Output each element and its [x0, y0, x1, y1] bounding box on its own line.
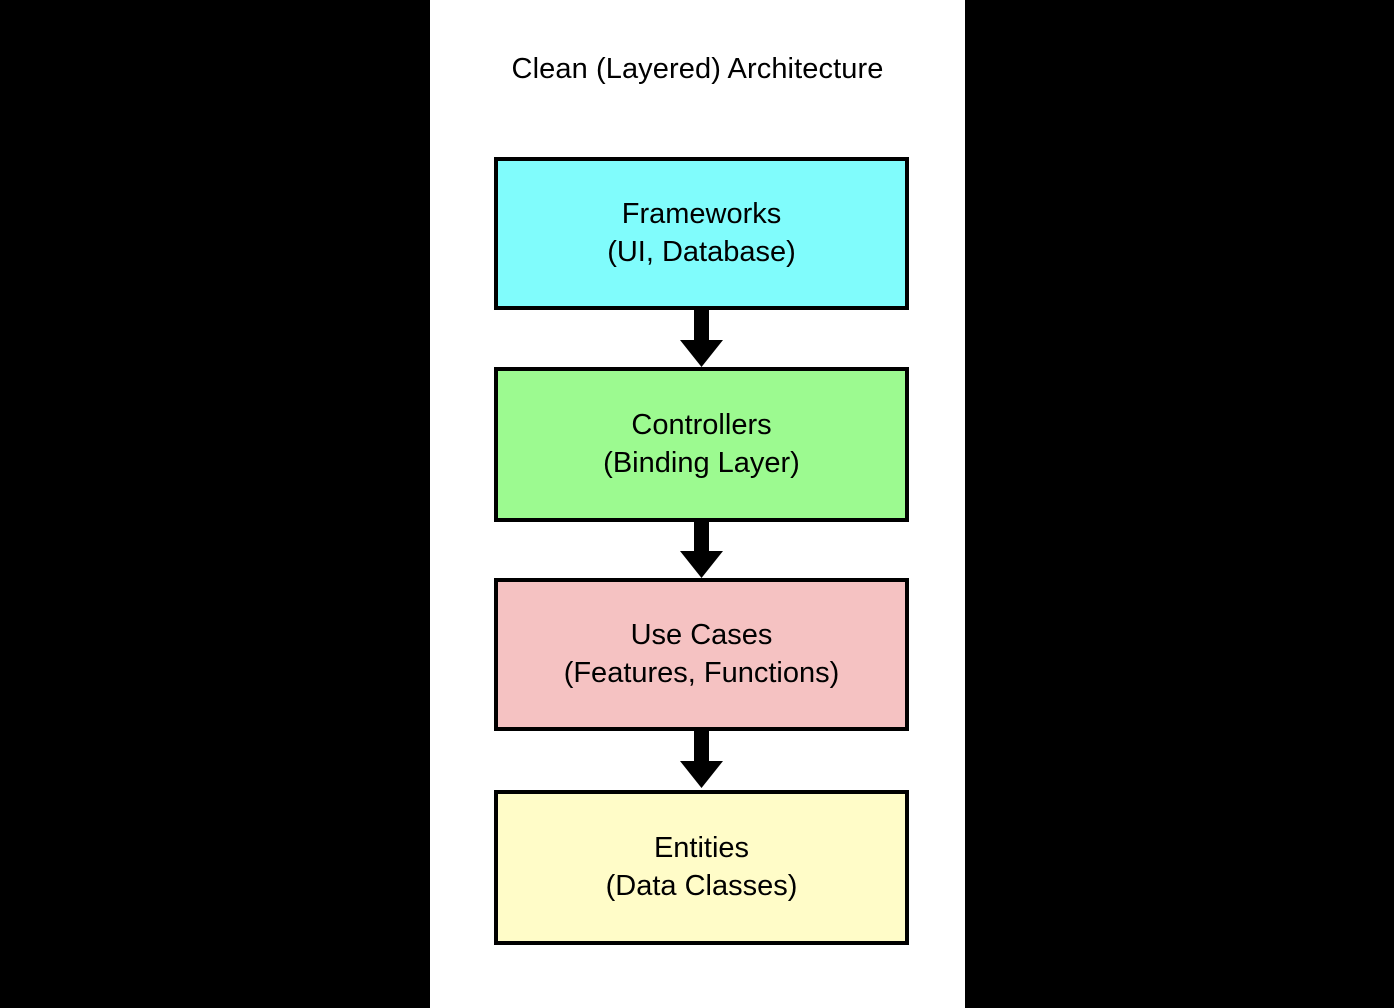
- layer-subtitle-frameworks: (UI, Database): [607, 235, 796, 268]
- layer-title-controllers: Controllers: [631, 409, 772, 442]
- layer-subtitle-use-cases: (Features, Functions): [563, 656, 840, 689]
- layer-box-frameworks[interactable]: Frameworks (UI, Database): [494, 157, 909, 310]
- layer-title-frameworks: Frameworks: [621, 198, 782, 231]
- layer-title-use-cases: Use Cases: [630, 619, 773, 652]
- diagram-panel: Clean (Layered) Architecture Frameworks …: [430, 0, 965, 1008]
- layer-subtitle-entities: (Data Classes): [605, 869, 798, 902]
- layer-box-entities[interactable]: Entities (Data Classes): [494, 790, 909, 945]
- arrow-controllers-to-use-cases: [430, 521, 965, 578]
- layer-box-use-cases[interactable]: Use Cases (Features, Functions): [494, 578, 909, 731]
- layer-title-entities: Entities: [653, 832, 750, 865]
- arrow-frameworks-to-controllers: [430, 310, 965, 367]
- layer-subtitle-controllers: (Binding Layer): [603, 446, 800, 479]
- layer-box-controllers[interactable]: Controllers (Binding Layer): [494, 367, 909, 522]
- page-title: Clean (Layered) Architecture: [511, 53, 884, 85]
- arrow-use-cases-to-entities: [430, 731, 965, 788]
